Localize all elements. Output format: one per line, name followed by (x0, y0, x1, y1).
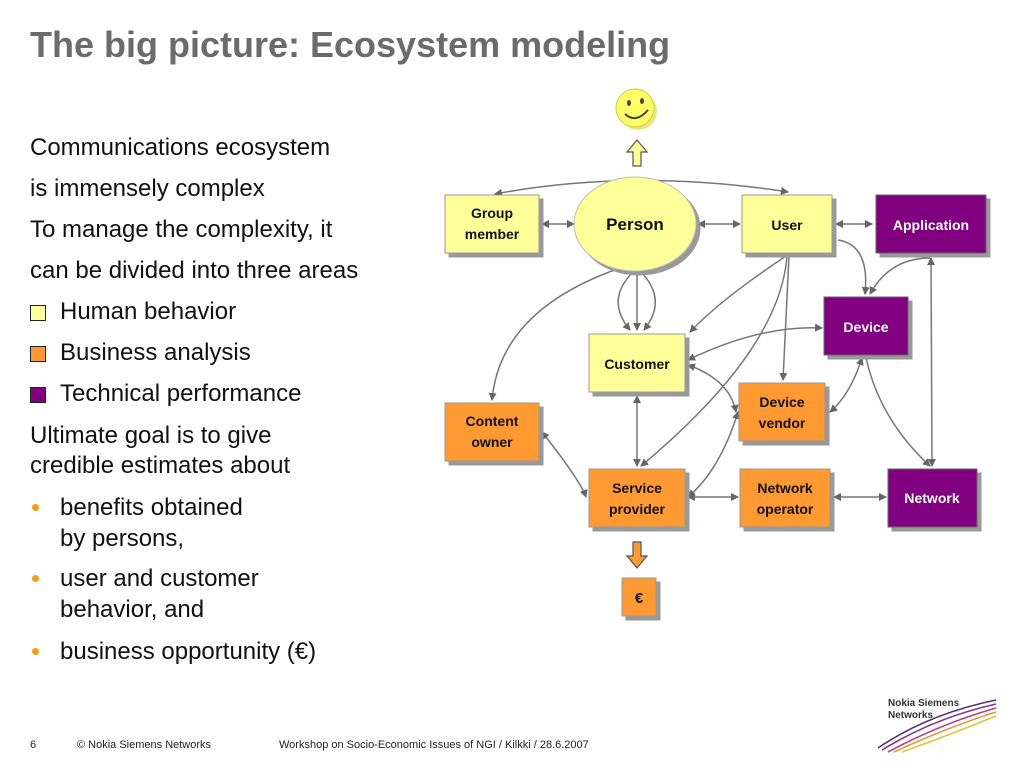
node-application: Application (875, 194, 987, 254)
intro-line: To manage the complexity, it (30, 216, 333, 243)
node-service-provider-label: Service (612, 480, 662, 496)
node-network-operator: Network operator (739, 468, 831, 528)
node-euro-label: € (635, 590, 644, 607)
node-content-owner: Content owner (444, 402, 540, 462)
bullet-dot (32, 648, 39, 655)
up-arrow-icon (625, 139, 649, 167)
node-euro: € (621, 577, 657, 617)
node-application-label: Application (893, 217, 969, 233)
node-service-provider: Service provider (588, 468, 686, 528)
node-group-member-label: member (465, 226, 520, 242)
goal-line: Ultimate goal is to give (30, 422, 272, 449)
area-swatch-business (30, 346, 46, 362)
bullet-text: by persons, (60, 525, 185, 552)
node-device-label: Device (843, 319, 888, 335)
node-person: Person (573, 176, 697, 272)
footer-event: Workshop on Socio-Economic Issues of NGI… (279, 739, 589, 751)
node-device: Device (823, 296, 909, 356)
intro-line: Communications ecosystem (30, 134, 331, 161)
logo-text-line: Networks (888, 710, 934, 721)
bullet-text: benefits obtained (60, 494, 243, 521)
footer-page-number: 6 (30, 739, 37, 751)
intro-line: is immensely complex (30, 175, 265, 202)
bullet-dot (32, 504, 39, 511)
area-label-human: Human behavior (60, 298, 237, 325)
node-service-provider-label: provider (609, 501, 666, 517)
node-network-operator-label: operator (757, 501, 814, 517)
node-customer: Customer (588, 333, 686, 393)
node-user-label: User (771, 217, 803, 233)
node-device-vendor: Device vendor (738, 382, 826, 442)
node-content-owner-label: Content (466, 413, 519, 429)
node-device-vendor-label: vendor (759, 415, 806, 431)
footer-copyright: © Nokia Siemens Networks (77, 739, 212, 751)
node-network-label: Network (904, 490, 959, 506)
bullet-text: behavior, and (60, 596, 205, 623)
down-arrow-icon (625, 541, 649, 569)
logo-text-line: Nokia Siemens (888, 698, 960, 709)
node-network: Network (887, 468, 978, 528)
node-content-owner-label: owner (471, 434, 513, 450)
node-user: User (741, 194, 833, 254)
smiley-icon (615, 88, 657, 130)
node-group-member: Group member (444, 194, 540, 254)
node-person-label: Person (606, 215, 664, 234)
bullet-text: user and customer (60, 565, 259, 592)
logo-text: Nokia Siemens Networks (888, 698, 959, 722)
bullet-dot (32, 575, 39, 582)
area-label-business: Business analysis (60, 339, 251, 366)
node-device-vendor-label: Device (759, 394, 804, 410)
node-group-member-label: Group (471, 205, 513, 221)
area-swatch-technical (30, 387, 46, 403)
company-logo (877, 699, 997, 753)
node-customer-label: Customer (604, 356, 670, 372)
goal-line: credible estimates about (30, 452, 291, 479)
node-network-operator-label: Network (757, 480, 812, 496)
area-swatch-human (30, 305, 46, 321)
bullet-text: business opportunity (€) (60, 638, 317, 665)
page-title: The big picture: Ecosystem modeling (30, 24, 671, 65)
intro-line: can be divided into three areas (30, 257, 359, 284)
area-label-technical: Technical performance (60, 380, 302, 407)
